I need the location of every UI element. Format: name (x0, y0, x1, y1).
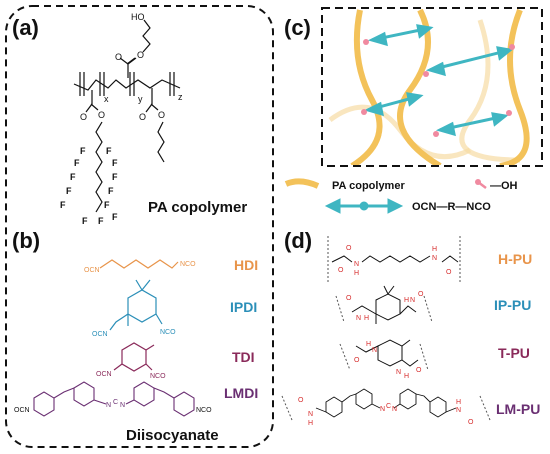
network-illustration (328, 9, 530, 165)
legend-oh-label: —OH (490, 180, 518, 192)
atom-f: F (112, 158, 118, 168)
ippu-n: N (356, 315, 361, 322)
left-dashed-frame (5, 5, 274, 448)
atom-f: F (82, 216, 88, 226)
ippu-h: H (404, 297, 409, 304)
lmpu-h: H (308, 420, 313, 427)
lmdi-c: C (113, 399, 118, 406)
legend-copolymer-swatch (284, 178, 320, 189)
atom-f: F (112, 172, 118, 182)
ippu-o: O (346, 295, 352, 302)
panel-label-d: (d) (284, 228, 312, 253)
atom-f: F (66, 186, 72, 196)
lmdi-structure (33, 381, 195, 417)
hdi-structure: OCN NCO (84, 259, 196, 274)
hpu-o: O (346, 245, 352, 252)
legend-nco-swatch (324, 198, 404, 214)
tpu-n: N (396, 369, 401, 376)
lmpu-n: N (392, 406, 397, 413)
lmpu-n: N (308, 411, 313, 418)
atom-o-5: O (80, 112, 87, 122)
atom-f: F (106, 146, 112, 156)
tdi-label: TDI (232, 349, 255, 365)
tpu-label: T-PU (498, 345, 530, 361)
atom-f: F (70, 172, 76, 182)
lmdi-label: LMDI (224, 385, 258, 401)
tdi-nco: NCO (150, 373, 166, 380)
atom-o-4: O (158, 110, 165, 120)
hpu-h: H (354, 270, 359, 277)
lmpu-o: O (298, 397, 304, 404)
hdi-label: HDI (234, 257, 258, 273)
tpu-n: N (372, 347, 377, 354)
tpu-structure: O H N N H O (339, 339, 429, 380)
panel-label-a: (a) (12, 15, 39, 40)
panel-label-b: (b) (12, 228, 40, 253)
atom-f: F (74, 158, 80, 168)
hdi-ocn: OCN (84, 267, 100, 274)
lmpu-label: LM-PU (496, 401, 540, 417)
lmpu-structure: O N H N C N N H O (281, 388, 491, 427)
atom-ho: HO (131, 12, 145, 22)
tdi-ocn: OCN (96, 371, 112, 378)
ippu-label: IP-PU (494, 297, 531, 313)
subscript-z: z (178, 92, 183, 102)
ipdi-nco: NCO (160, 329, 176, 336)
tpu-o: O (354, 357, 360, 364)
tpu-h: H (366, 341, 371, 348)
ippu-o: O (418, 291, 424, 298)
lmpu-h: H (456, 399, 461, 406)
lmpu-c: C (386, 403, 391, 410)
lmdi-n2: N (120, 402, 125, 409)
subscript-y: y (138, 94, 143, 104)
ippu-structure: O N H H N O (335, 285, 433, 324)
ipdi-structure: OCN NCO (92, 279, 176, 338)
lmpu-n: N (456, 407, 461, 414)
diisocyanate-title: Diisocyanate (126, 427, 219, 444)
atom-f: F (60, 200, 66, 210)
ipdi-label: IPDI (230, 299, 257, 315)
atom-f: F (108, 186, 114, 196)
atom-o-6: O (98, 110, 105, 120)
panel-label-c: (c) (284, 15, 311, 40)
subscript-x: x (104, 94, 109, 104)
atom-o-1: O (115, 52, 122, 62)
atom-o-2: O (137, 50, 144, 60)
tpu-o: O (416, 367, 422, 374)
lmdi-nco: NCO (196, 407, 212, 414)
lmdi-n1: N (106, 402, 111, 409)
atom-f: F (98, 216, 104, 226)
legend-copolymer-label: PA copolymer (332, 180, 405, 192)
atom-f: F (80, 146, 86, 156)
hpu-structure: O O N H N H O (327, 236, 461, 282)
pa-copolymer-structure: x y z O O HO O O O O F F F F F F F F F F… (60, 12, 183, 226)
ippu-n: N (410, 297, 415, 304)
hpu-o: O (338, 267, 344, 274)
hpu-o: O (446, 269, 452, 276)
atom-f: F (104, 200, 110, 210)
tdi-structure: OCN NCO (96, 342, 166, 380)
hpu-label: H-PU (498, 251, 532, 267)
lmpu-o: O (468, 419, 474, 426)
hpu-h: H (432, 246, 437, 253)
legend-oh-swatch (475, 179, 487, 189)
atom-o-3: O (139, 112, 146, 122)
tpu-h: H (404, 373, 409, 380)
ipdi-ocn: OCN (92, 331, 108, 338)
atom-f: F (112, 212, 118, 222)
legend-nco-label: OCN—R—NCO (412, 201, 491, 213)
ippu-h: H (364, 315, 369, 322)
pa-copolymer-title: PA copolymer (148, 199, 247, 216)
hpu-n: N (354, 261, 359, 268)
lmpu-n: N (380, 406, 385, 413)
lmdi-ocn: OCN (14, 407, 30, 414)
hdi-nco: NCO (180, 261, 196, 268)
hpu-n: N (432, 255, 437, 262)
